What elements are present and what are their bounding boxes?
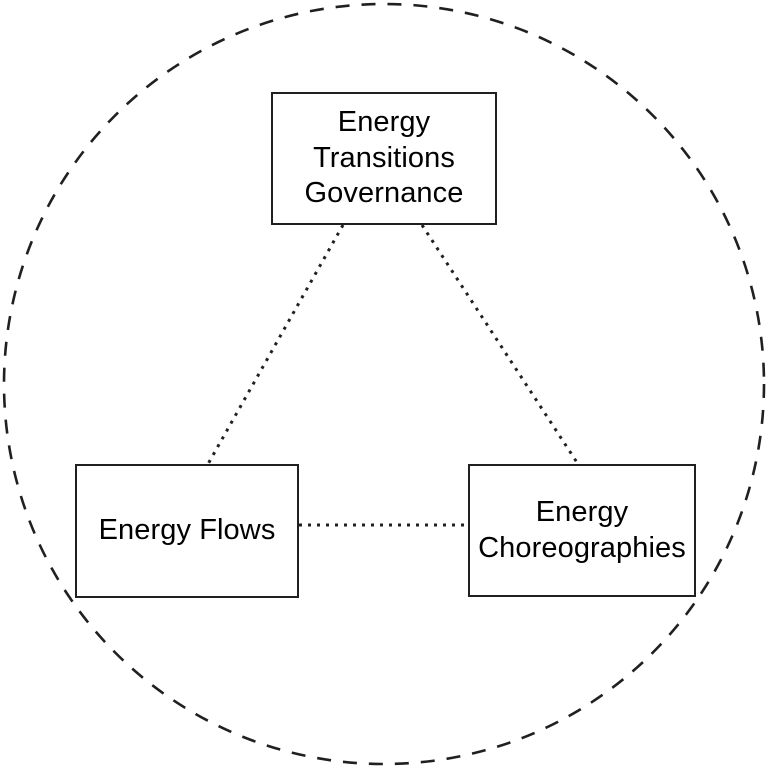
connector-governance-to-flows	[206, 224, 345, 465]
node-label-energy-flows: Energy Flows	[98, 514, 276, 547]
node-energy-transitions-governance: Energy Transitions Governance	[271, 92, 497, 225]
node-energy-flows: Energy Flows	[75, 464, 299, 598]
node-label-energy-transitions-governance: Energy Transitions Governance	[304, 106, 464, 210]
node-label-energy-choreographies: Energy Choreographies	[478, 496, 686, 564]
connector-governance-to-choreographies	[420, 224, 580, 465]
node-energy-choreographies: Energy Choreographies	[468, 464, 696, 597]
